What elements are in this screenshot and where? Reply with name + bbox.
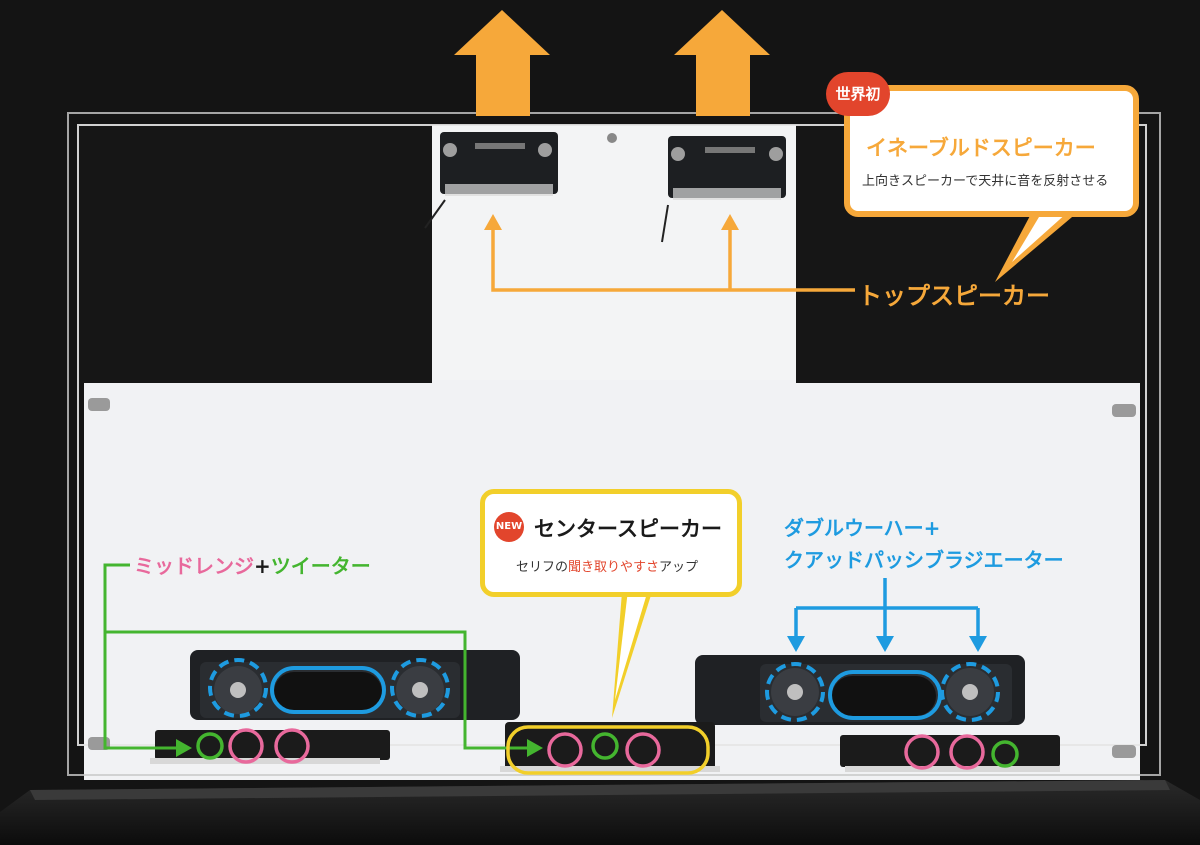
subtitle-highlight: 聞き取りやすさ bbox=[568, 560, 660, 575]
midrange-tweeter-label: ミッドレンジ+ツイーター bbox=[134, 550, 371, 579]
woofer-label-line2: クアッドパッシブラジエーター bbox=[784, 548, 1064, 572]
circle-marker bbox=[228, 728, 264, 764]
plus-text: + bbox=[254, 554, 271, 578]
enabled-callout-tail bbox=[995, 212, 1078, 282]
woofer-markers bbox=[208, 658, 1000, 722]
circle-marker bbox=[904, 734, 940, 770]
woofer-leader bbox=[794, 578, 980, 640]
enabled-speaker-subtitle: 上向きスピーカーで天井に音を反射させる bbox=[862, 174, 1109, 189]
midrange-leader bbox=[103, 563, 530, 750]
woofer-label-line1: ダブルウーハー+ bbox=[784, 516, 941, 540]
top-speaker-leader bbox=[491, 228, 855, 292]
center-speaker-callout bbox=[480, 489, 742, 597]
top-speaker-label: トップスピーカー bbox=[858, 282, 1050, 310]
up-arrow-icon bbox=[674, 10, 770, 116]
circle-marker bbox=[625, 732, 661, 768]
center-speaker-subtitle: セリフの聞き取りやすさアップ bbox=[516, 556, 698, 575]
tweeter-text: ツイーター bbox=[270, 554, 371, 578]
world-first-badge-text: 世界初 bbox=[835, 85, 881, 103]
acrylic-frame bbox=[67, 112, 1161, 776]
circle-marker bbox=[591, 732, 619, 760]
up-arrow-icon bbox=[454, 10, 550, 116]
oval-marker bbox=[828, 670, 942, 720]
circle-marker bbox=[991, 740, 1019, 768]
top-speaker-right bbox=[661, 136, 786, 243]
dashed-circle-marker bbox=[390, 658, 450, 718]
enabled-speaker-title: イネーブルドスピーカー bbox=[866, 136, 1096, 160]
center-callout-tail bbox=[612, 592, 652, 718]
circle-marker bbox=[196, 732, 224, 760]
world-first-badge: 世界初 bbox=[826, 72, 890, 116]
new-badge: NEW bbox=[494, 512, 524, 542]
center-outline-marker bbox=[506, 725, 710, 775]
oval-marker bbox=[270, 666, 386, 714]
dashed-circle-marker bbox=[208, 658, 268, 718]
top-speaker-left bbox=[424, 132, 558, 229]
circle-marker bbox=[547, 732, 583, 768]
midrange-text: ミッドレンジ bbox=[134, 554, 254, 578]
enabled-speaker-callout bbox=[844, 85, 1139, 217]
circle-marker bbox=[949, 734, 985, 770]
new-badge-text: NEW bbox=[495, 521, 523, 532]
center-speaker-title: センタースピーカー bbox=[534, 517, 722, 541]
subtitle-post: アップ bbox=[659, 560, 699, 575]
subtitle-pre: セリフの bbox=[516, 560, 569, 575]
driver-markers bbox=[196, 725, 1019, 775]
dashed-circle-marker bbox=[940, 662, 1000, 722]
circle-marker bbox=[274, 728, 310, 764]
dashed-circle-marker bbox=[765, 662, 825, 722]
